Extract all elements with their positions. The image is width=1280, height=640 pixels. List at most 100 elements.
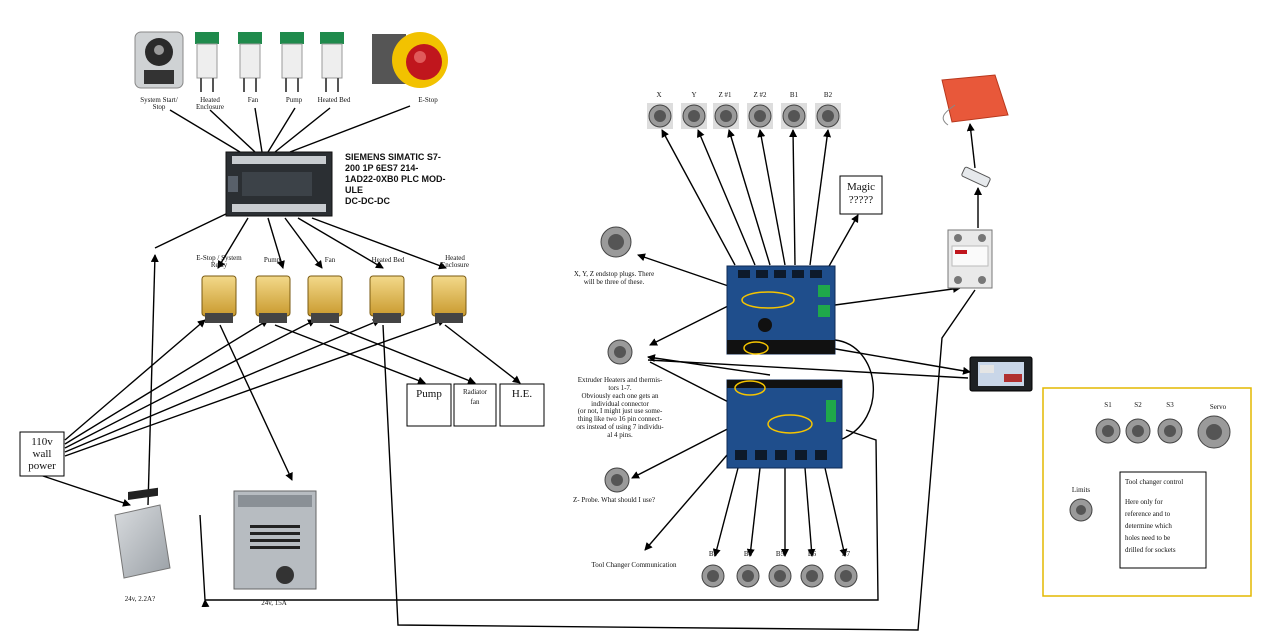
- pushbutton-icon: [238, 32, 262, 92]
- connector-icon: [701, 564, 725, 588]
- pushbutton-icon: [195, 32, 219, 92]
- plc-title-line: SIEMENS SIMATIC S7-: [345, 152, 441, 162]
- plc-title-line: ULE: [345, 185, 363, 195]
- magic-label: ?????: [849, 194, 874, 206]
- main-board-icon: [726, 265, 836, 355]
- relay-label: Fan: [325, 256, 336, 264]
- plug-label: S1: [1104, 401, 1112, 409]
- connector-icon: [607, 339, 633, 365]
- tool-note-line: drilled for sockets: [1125, 546, 1176, 554]
- button-label: Heated: [200, 96, 220, 104]
- extruder-note: Obviously each one gets an: [582, 392, 659, 400]
- tool-note-line: reference and to: [1125, 510, 1171, 518]
- extruder-note: (or not, I might just use some-: [578, 407, 663, 415]
- plug-label: B5: [776, 550, 785, 558]
- wall-power-label: wall: [33, 448, 52, 460]
- plug-label: B1: [790, 91, 799, 99]
- pump-box-label: Pump: [416, 388, 442, 400]
- he-box-label: H.E.: [512, 388, 532, 400]
- connector-icon: [736, 564, 760, 588]
- solid-state-relay-icon: [947, 229, 993, 289]
- plug-label: Z #2: [753, 91, 767, 99]
- button-label: Stop: [153, 103, 166, 111]
- connector-icon: [747, 103, 773, 129]
- relay-label: Relay: [211, 261, 228, 269]
- connector-icon: [600, 226, 632, 258]
- plug-label: B6: [808, 550, 817, 558]
- tool-changer-note-box: [1119, 471, 1207, 569]
- connector-icon: [681, 103, 707, 129]
- button-label: Enclosure: [196, 103, 224, 111]
- plc-title-line: 1AD22-0XB0 PLC MOD-: [345, 174, 446, 184]
- tool-note-line: Tool changer control: [1125, 478, 1183, 486]
- right-components: [941, 74, 1033, 392]
- panel-buttons: System Start/ Stop Heated Enclosure Fan …: [134, 31, 448, 111]
- expansion-board-icon: [726, 379, 843, 469]
- key-switch-icon: [134, 31, 184, 89]
- plug-label: B2: [824, 91, 833, 99]
- emergency-stop-icon: [372, 32, 448, 88]
- plug-label: B4: [744, 550, 753, 558]
- radiator-box-label: fan: [471, 398, 480, 406]
- tool-note-line: holes need to be: [1125, 534, 1170, 542]
- plug-label: X: [656, 91, 661, 99]
- button-label: Pump: [286, 96, 303, 104]
- plug-label: B3: [709, 550, 718, 558]
- plug-label: S2: [1134, 401, 1142, 409]
- relay-icon: [307, 275, 343, 323]
- plug-label: Z #1: [718, 91, 732, 99]
- relay-label: Heated: [445, 254, 465, 262]
- connector-icon: [800, 564, 824, 588]
- plug-label: S3: [1166, 401, 1174, 409]
- endstop-note: X, Y, Z endstop plugs. There: [574, 270, 654, 278]
- connector-icon: [815, 103, 841, 129]
- extruder-note: ors instead of using 7 individu-: [576, 423, 664, 431]
- large-psu-label: 24v, 15A: [261, 599, 287, 607]
- small-psu-label: 24v, 2.2A?: [125, 595, 155, 603]
- tool-changer-panel: S1 S2 S3 Servo Limits Tool changer contr…: [1042, 387, 1252, 597]
- display-icon: [969, 356, 1033, 392]
- extruder-note: thing like two 16 pin connect-: [578, 415, 663, 423]
- bottom-plugs: B3 B4 B5 B6 B7: [701, 550, 858, 588]
- magic-label: Magic: [847, 181, 875, 193]
- connector-icon: [781, 103, 807, 129]
- tool-note-line: Here only for: [1125, 498, 1163, 506]
- connector-icon: [1197, 415, 1231, 449]
- wall-power-label: power: [28, 460, 56, 472]
- button-label: System Start/: [140, 96, 178, 104]
- he-box: [499, 383, 545, 427]
- relay-label: Heated Bed: [372, 256, 405, 264]
- extruder-note: tors 1-7.: [608, 384, 632, 392]
- load-boxes: Pump Radiator fan H.E. 110v wall power M…: [19, 175, 883, 477]
- connector-icon: [1069, 498, 1093, 522]
- plc-subtitle: DC-DC-DC: [345, 196, 390, 206]
- endstop-note: will be three of these.: [584, 278, 645, 286]
- button-label: E-Stop: [418, 96, 438, 104]
- extruder-note: Extruder Heaters and thermis-: [578, 376, 663, 384]
- relay-label: Enclosure: [441, 261, 469, 269]
- relay-label: Pump: [264, 256, 281, 264]
- magic-box: [839, 175, 883, 215]
- side-connectors: X, Y, Z endstop plugs. There will be thr…: [573, 226, 677, 569]
- pushbutton-icon: [280, 32, 304, 92]
- relay-icon: [255, 275, 291, 323]
- connector-icon: [834, 564, 858, 588]
- plc-module: SIEMENS SIMATIC S7- 200 1P 6ES7 214- 1AD…: [225, 151, 446, 217]
- relay-label: E-Stop / System: [196, 254, 242, 262]
- relay-icon: [201, 275, 237, 323]
- top-plugs: X Y Z #1 Z #2 B1 B2: [647, 91, 841, 129]
- relays: E-Stop / System Relay Pump Fan Heated Be…: [196, 254, 469, 323]
- heated-bed-icon: [941, 74, 1009, 126]
- wall-power-box: [19, 431, 65, 477]
- plug-label: Y: [691, 91, 696, 99]
- connector-icon: [647, 103, 673, 129]
- extruder-note: individual connector: [591, 400, 649, 408]
- power-supplies: 24v, 2.2A? 24v, 15A: [114, 487, 317, 607]
- plug-label: Servo: [1210, 403, 1227, 411]
- radiator-box-label: Radiator: [463, 388, 488, 396]
- pump-box: [406, 383, 452, 427]
- relay-icon: [369, 275, 405, 323]
- connector-icon: [713, 103, 739, 129]
- wires: [39, 105, 982, 631]
- fuse-icon: [961, 166, 991, 188]
